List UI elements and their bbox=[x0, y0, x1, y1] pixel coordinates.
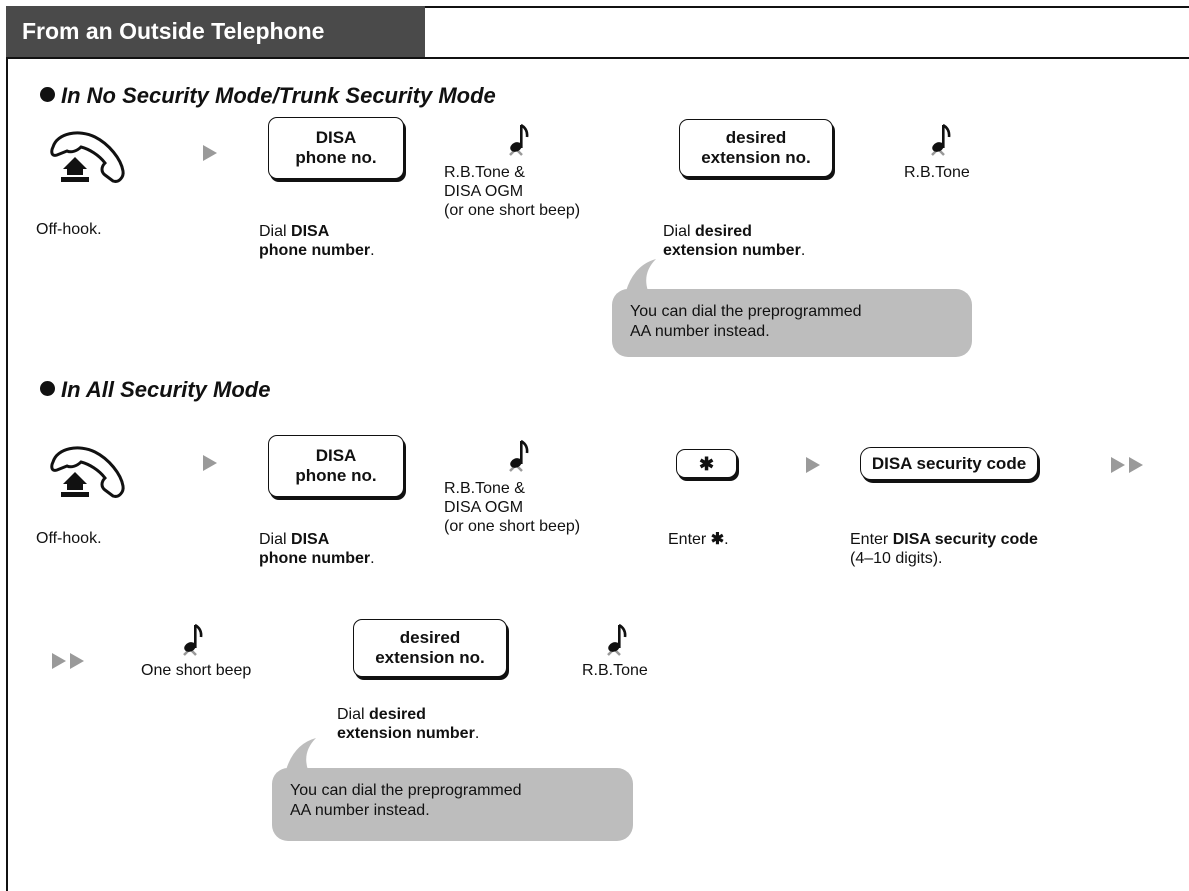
offhook-label: Off-hook. bbox=[36, 530, 102, 547]
musical-note-icon bbox=[607, 623, 627, 656]
musical-note-icon bbox=[183, 623, 203, 656]
bullet-icon bbox=[40, 87, 55, 102]
header-divider bbox=[6, 57, 1189, 59]
section-title-no-security: In No Security Mode/Trunk Security Mode bbox=[40, 83, 496, 109]
aa-number-callout: You can dial the preprogrammed AA number… bbox=[272, 738, 633, 841]
enter-security-code-instruction: Enter DISA security code(4–10 digits). bbox=[850, 531, 1038, 567]
rb-tone-ogm-label: R.B.Tone &DISA OGM(or one short beep) bbox=[444, 164, 581, 219]
handset-offhook-icon bbox=[50, 131, 125, 183]
continue-double-arrow-icon bbox=[52, 653, 84, 669]
aa-number-callout: You can dial the preprogrammed AA number… bbox=[612, 259, 972, 357]
enter-star-instruction: Enter ✱. bbox=[668, 531, 729, 548]
step-arrow-icon bbox=[203, 145, 217, 161]
callout-pointer bbox=[286, 738, 316, 770]
musical-note-icon bbox=[931, 123, 951, 156]
one-short-beep-label: One short beep bbox=[141, 662, 252, 679]
handset-offhook-icon bbox=[50, 446, 125, 498]
page-title: From an Outside Telephone bbox=[6, 6, 425, 57]
rb-tone-label: R.B.Tone bbox=[904, 164, 970, 181]
musical-note-icon bbox=[509, 123, 529, 156]
disa-security-code-key: DISA security code bbox=[860, 447, 1038, 480]
diagram-frame bbox=[6, 6, 1189, 891]
rb-tone-label: R.B.Tone bbox=[582, 662, 648, 679]
rb-tone-ogm-label: R.B.Tone &DISA OGM(or one short beep) bbox=[444, 480, 581, 535]
offhook-label: Off-hook. bbox=[36, 221, 102, 238]
callout-pointer bbox=[626, 259, 656, 291]
bullet-icon bbox=[40, 381, 55, 396]
section-title-all-security: In All Security Mode bbox=[40, 377, 270, 403]
step-arrow-icon bbox=[806, 457, 820, 473]
star-key: ✱ bbox=[676, 449, 737, 478]
step-arrow-icon bbox=[203, 455, 217, 471]
continue-double-arrow-icon bbox=[1111, 457, 1143, 473]
musical-note-icon bbox=[509, 439, 529, 472]
